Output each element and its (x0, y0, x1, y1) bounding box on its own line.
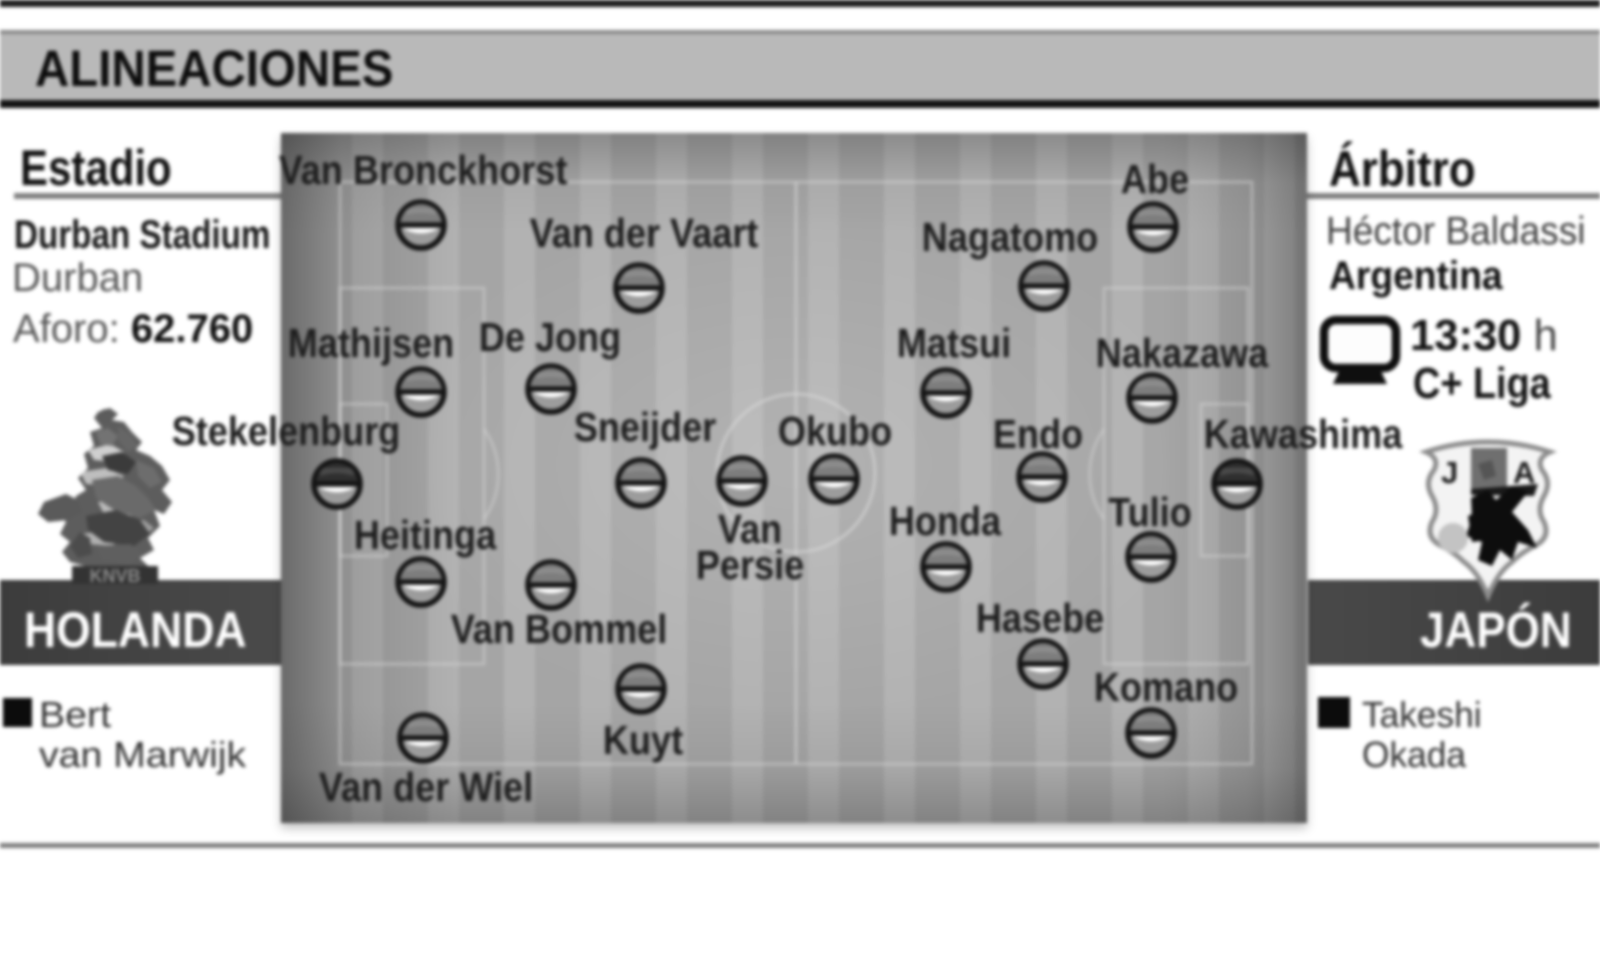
svg-text:KNVB: KNVB (89, 566, 140, 586)
svg-text:J: J (1441, 455, 1458, 490)
svg-text:A: A (1513, 455, 1535, 490)
